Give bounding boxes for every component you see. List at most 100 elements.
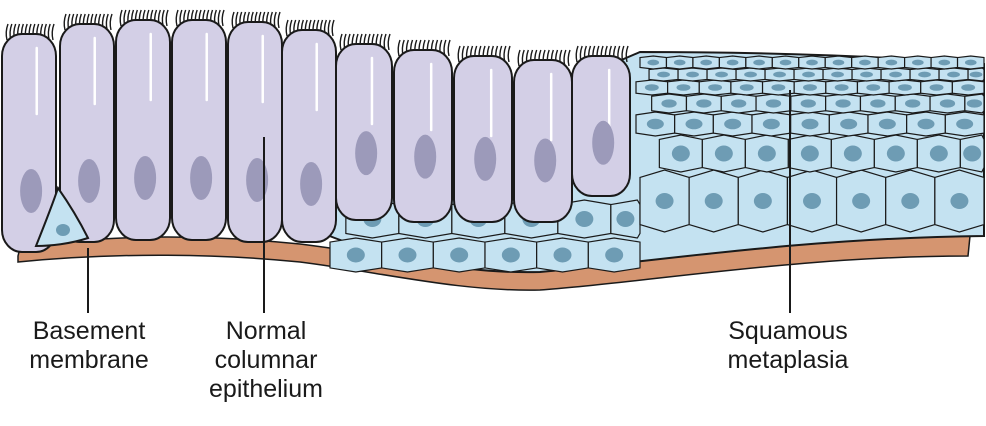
- squamous-cell-nucleus: [806, 59, 818, 66]
- squamous-cell-nucleus: [843, 145, 862, 162]
- squamous-cell-nucleus: [917, 118, 935, 130]
- squamous-cell-nucleus: [889, 71, 902, 78]
- squamous-cell-nucleus: [918, 71, 931, 78]
- squamous-metaplasia-label: Squamous metaplasia: [696, 317, 880, 375]
- squamous-cell-nucleus: [939, 99, 956, 108]
- squamous-cell-nucleus: [886, 145, 905, 162]
- squamous-cell-nucleus: [929, 84, 944, 91]
- squamous-label-line2: metaplasia: [727, 346, 849, 374]
- columnar-cell: [1, 33, 57, 253]
- cilium: [575, 45, 579, 63]
- squamous-cell-nucleus: [647, 59, 660, 66]
- squamous-cell-nucleus: [673, 59, 686, 66]
- squamous-cell-nucleus: [714, 145, 733, 162]
- squamous-cell-nucleus: [715, 71, 728, 78]
- squamous-cell-nucleus: [704, 193, 723, 209]
- cilium: [51, 23, 55, 41]
- squamous-cell-nucleus: [398, 247, 417, 263]
- squamous-cell-nucleus: [938, 59, 951, 66]
- cilium: [567, 49, 571, 67]
- squamous-cell-nucleus: [961, 84, 976, 91]
- columnar-cell-nucleus: [534, 138, 557, 183]
- squamous-cell-nucleus: [852, 193, 871, 209]
- squamous-cell-nucleus: [346, 247, 365, 263]
- columnar-cell: [281, 29, 337, 243]
- squamous-cell-nucleus: [802, 71, 815, 78]
- squamous-cell-nucleus: [901, 193, 920, 209]
- cilium: [625, 45, 629, 63]
- squamous-cell-nucleus: [762, 118, 780, 130]
- squamous-cell-nucleus: [676, 84, 691, 91]
- columnar-cell: [227, 21, 283, 243]
- squamous-cell-nucleus: [671, 145, 690, 162]
- squamous-cell-nucleus: [773, 71, 786, 78]
- columnar-cell: [171, 19, 227, 241]
- columnar-cell: [59, 23, 115, 243]
- squamous-label-line1: Squamous: [728, 317, 848, 345]
- squamous-cell-nucleus: [696, 99, 712, 108]
- cilium: [5, 23, 9, 41]
- cilium: [507, 45, 511, 63]
- squamous-cell-nucleus: [835, 99, 851, 108]
- squamous-cell-nucleus: [686, 71, 699, 78]
- cilium: [387, 33, 391, 51]
- squamous-cell-nucleus: [708, 84, 723, 91]
- columnar-cell-nucleus: [20, 169, 43, 213]
- squamous-cell-nucleus: [644, 84, 659, 91]
- squamous-cell-nucleus: [575, 211, 594, 227]
- squamous-cell-nucleus: [661, 99, 677, 108]
- squamous-cell-nucleus: [771, 84, 786, 91]
- columnar-label-line1: Normal: [225, 317, 307, 345]
- cilium: [109, 13, 113, 31]
- cilium: [231, 11, 235, 29]
- cilium: [175, 9, 179, 27]
- cilium: [63, 13, 67, 31]
- columnar-cell-nucleus: [414, 134, 437, 179]
- cilium: [277, 11, 281, 29]
- squamous-cell-nucleus: [870, 99, 886, 108]
- squamous-cell-nucleus: [616, 211, 635, 227]
- squamous-cell-nucleus: [859, 59, 871, 66]
- columnar-cell: [115, 19, 171, 241]
- cilium: [119, 9, 123, 27]
- basement-membrane: [17, 235, 971, 291]
- columnar-cell-nucleus: [592, 120, 615, 165]
- squamous-cell-nucleus: [885, 59, 898, 66]
- squamous-cell-nucleus: [646, 118, 664, 130]
- squamous-cell-nucleus: [956, 118, 974, 130]
- squamous-cell-nucleus: [832, 59, 845, 66]
- columnar-cell-nucleus: [474, 136, 497, 181]
- columnar-cell-nucleus: [355, 131, 378, 176]
- squamous-cell-nucleus: [744, 71, 757, 78]
- squamous-cell-nucleus: [765, 99, 782, 108]
- squamous-cell-nucleus: [657, 71, 670, 78]
- squamous-cell-nucleus: [860, 71, 873, 78]
- squamous-cell-nucleus: [800, 145, 819, 162]
- squamous-cell-nucleus: [553, 247, 572, 263]
- cilium: [221, 9, 225, 27]
- squamous-cell-nucleus: [753, 59, 765, 66]
- squamous-cell-nucleus: [779, 59, 792, 66]
- basement-membrane-label-line1: Basement: [32, 317, 146, 345]
- cilium: [331, 19, 335, 37]
- columnar-label-line2: columnar: [214, 346, 318, 374]
- squamous-cell-nucleus: [655, 193, 674, 209]
- squamous-cell-nucleus: [834, 84, 849, 91]
- squamous-cell-nucleus: [905, 99, 921, 108]
- squamous-cell-nucleus: [739, 84, 754, 91]
- squamous-cell-nucleus: [963, 145, 982, 162]
- squamous-cell-nucleus: [929, 145, 948, 162]
- squamous-cell-nucleus: [803, 84, 817, 91]
- squamous-cell-nucleus: [803, 193, 821, 209]
- cilium: [517, 49, 521, 67]
- cilium: [285, 19, 289, 37]
- squamous-cell-nucleus: [947, 71, 960, 78]
- columnar-cell-nucleus: [134, 156, 157, 200]
- squamous-cell-nucleus: [757, 145, 776, 162]
- columnar-cell-nucleus: [300, 162, 323, 206]
- squamous-cell-nucleus: [878, 118, 896, 130]
- cilium: [397, 39, 401, 57]
- columnar-label-line3: epithelium: [209, 375, 323, 403]
- squamous-cell-nucleus: [897, 84, 912, 91]
